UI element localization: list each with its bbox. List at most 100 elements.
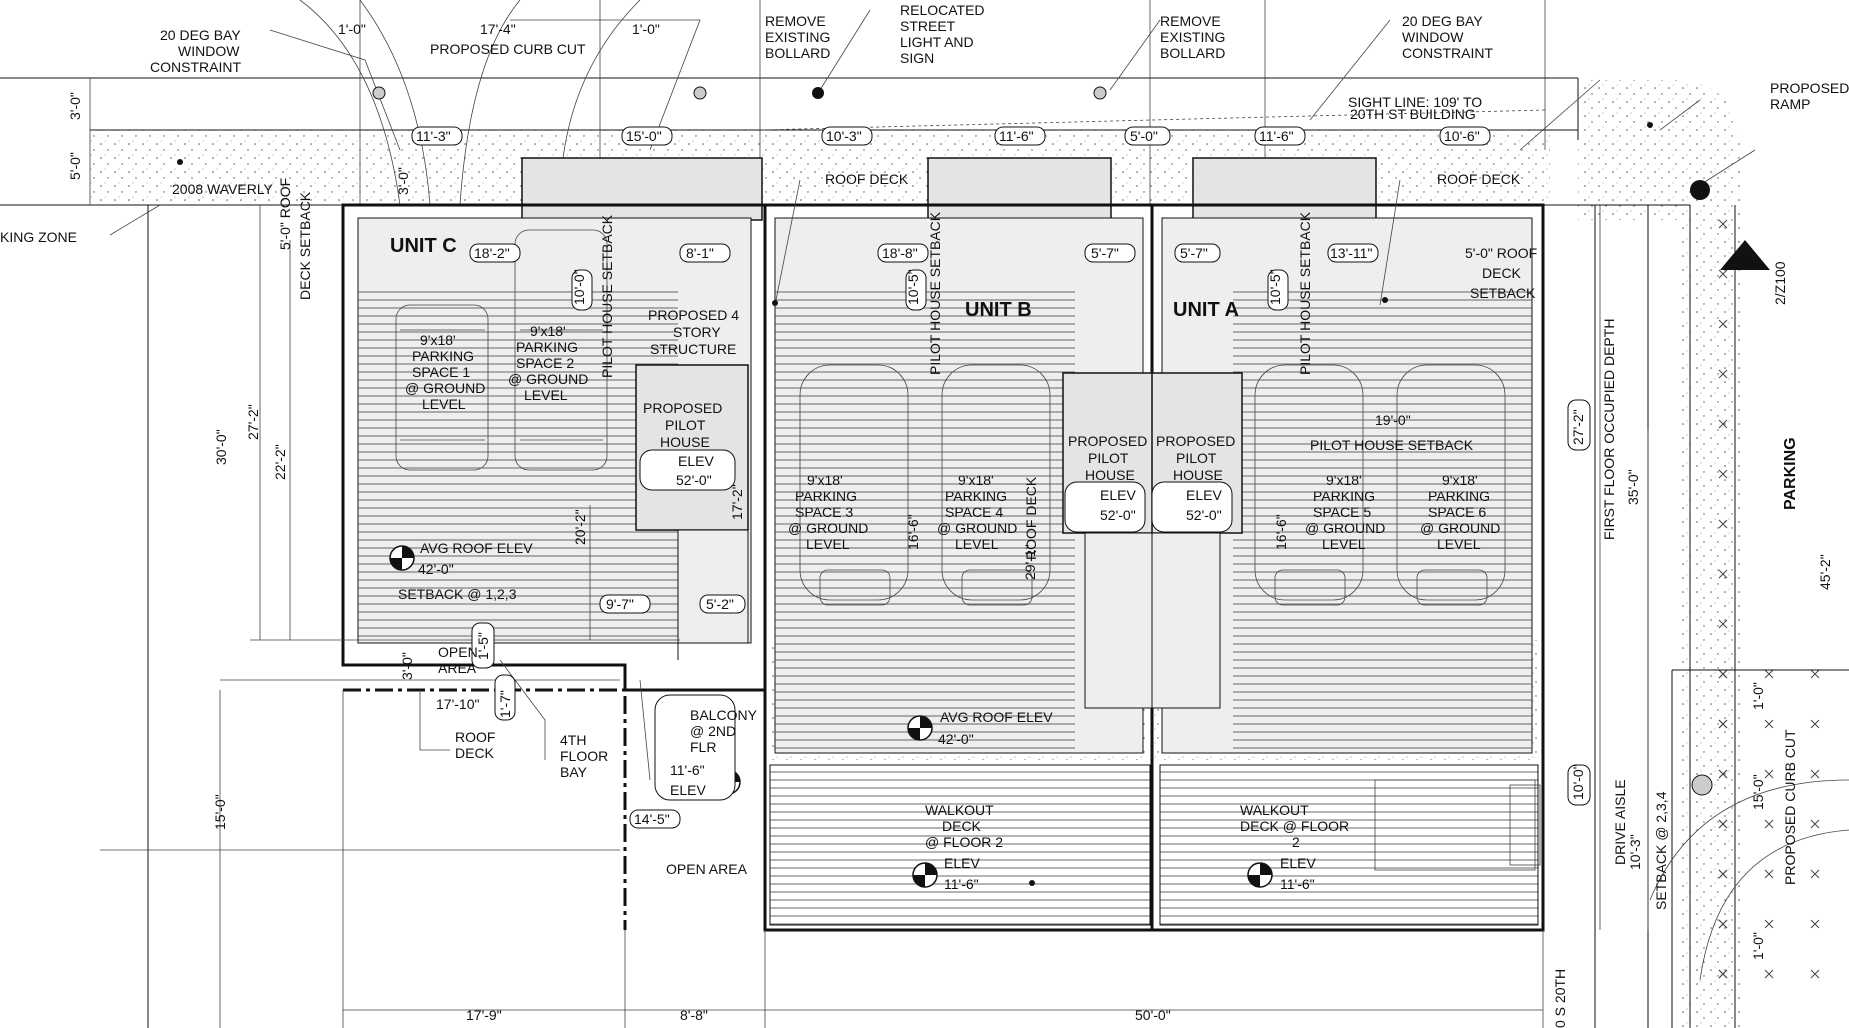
pole-marker: [1690, 180, 1710, 200]
svg-text:11'-3": 11'-3": [416, 128, 451, 144]
svg-text:1'-7": 1'-7": [497, 690, 513, 718]
svg-text:1'-5": 1'-5": [475, 632, 491, 660]
svg-text:1'-0": 1'-0": [632, 21, 660, 37]
svg-text:PARKING: PARKING: [1782, 437, 1799, 510]
svg-text:3'-0": 3'-0": [395, 167, 411, 195]
svg-text:OPEN: OPEN: [438, 644, 478, 660]
svg-text:LEVEL: LEVEL: [1322, 536, 1366, 552]
pilot-setback-c: PILOT HOUSE SETBACK: [599, 214, 615, 378]
svg-text:PILOT: PILOT: [1088, 450, 1129, 466]
svg-text:@ GROUND: @ GROUND: [937, 520, 1017, 536]
svg-text:35'-0": 35'-0": [1625, 469, 1641, 505]
svg-text:UNIT A: UNIT A: [1173, 299, 1239, 321]
svg-text:5'-0" ROOF: 5'-0" ROOF: [1465, 245, 1537, 261]
pilot-setback-a: PILOT HOUSE SETBACK: [1297, 211, 1313, 375]
sight-line-2: 20TH ST BUILDING: [1350, 106, 1476, 122]
svg-text:@ GROUND: @ GROUND: [508, 371, 588, 387]
svg-text:HOUSE: HOUSE: [1173, 467, 1223, 483]
svg-text:SPACE 6: SPACE 6: [1428, 504, 1486, 520]
svg-text:LEVEL: LEVEL: [524, 387, 568, 403]
street-light-marker: [812, 87, 824, 99]
svg-text:ROOF DECK: ROOF DECK: [825, 171, 909, 187]
svg-text:AREA: AREA: [438, 660, 477, 676]
svg-text:ELEV: ELEV: [1100, 487, 1136, 503]
svg-text:DECK @ FLOOR: DECK @ FLOOR: [1240, 818, 1349, 834]
svg-text:9'x18': 9'x18': [1442, 472, 1478, 488]
svg-text:42'-0": 42'-0": [938, 731, 974, 747]
svg-text:17'-2": 17'-2": [729, 484, 745, 520]
svg-text:10'-0": 10'-0": [1570, 764, 1586, 800]
svg-text:LEVEL: LEVEL: [806, 536, 850, 552]
avg-roof-marker-b: [907, 715, 933, 741]
svg-text:STRUCTURE: STRUCTURE: [650, 341, 736, 357]
light-label-4: SIGN: [900, 50, 934, 66]
svg-text:50'-0": 50'-0": [1135, 1007, 1171, 1023]
bollard-label-right-3: BOLLARD: [1160, 45, 1225, 61]
svg-text:15'-0": 15'-0": [212, 794, 228, 830]
svg-text:3'-0": 3'-0": [67, 92, 83, 120]
svg-text:ROOF DECK: ROOF DECK: [1437, 171, 1521, 187]
bollard-label-left-3: BOLLARD: [765, 45, 830, 61]
light-label-2: STREET: [900, 18, 956, 34]
svg-text:9'x18': 9'x18': [530, 323, 566, 339]
svg-text:ELEV: ELEV: [1280, 855, 1316, 871]
light-label-1: RELOCATED: [900, 2, 985, 18]
bollard-label-right-2: EXISTING: [1160, 29, 1225, 45]
svg-text:HOUSE: HOUSE: [660, 434, 710, 450]
bollard-label-left-2: EXISTING: [765, 29, 830, 45]
svg-text:9'x18': 9'x18': [420, 332, 456, 348]
svg-text:17'-9": 17'-9": [466, 1007, 502, 1023]
bay-label-left-1: 20 DEG BAY: [160, 27, 241, 43]
svg-text:SETBACK @ 2,3,4: SETBACK @ 2,3,4: [1653, 791, 1669, 910]
section-marker-icon: [1720, 240, 1770, 270]
svg-text:9'x18': 9'x18': [958, 472, 994, 488]
svg-text:27'-2": 27'-2": [1570, 409, 1586, 445]
svg-text:30'-0": 30'-0": [213, 429, 229, 465]
svg-text:OPEN AREA: OPEN AREA: [666, 861, 748, 877]
bollard-marker: [1691, 774, 1713, 796]
svg-text:DRIVE AISLE: DRIVE AISLE: [1612, 779, 1628, 865]
walkout-b-elev-marker: [912, 862, 938, 888]
svg-text:@ GROUND: @ GROUND: [1305, 520, 1385, 536]
svg-text:SETBACK @ 1,2,3: SETBACK @ 1,2,3: [398, 586, 517, 602]
svg-text:1'-0": 1'-0": [1750, 682, 1766, 710]
sight-line-1: SIGHT LINE: 109' TO: [1348, 94, 1482, 110]
svg-text:18'-8": 18'-8": [882, 245, 918, 261]
svg-text:42'-0": 42'-0": [418, 561, 454, 577]
svg-text:@ 2ND: @ 2ND: [690, 723, 736, 739]
svg-text:PARKING: PARKING: [516, 339, 578, 355]
svg-text:9'x18': 9'x18': [807, 472, 843, 488]
bollard-marker: [1093, 86, 1107, 100]
svg-text:ELEV: ELEV: [678, 453, 714, 469]
svg-text:16'-6": 16'-6": [1273, 514, 1289, 550]
svg-text:@ FLOOR 2: @ FLOOR 2: [925, 834, 1003, 850]
svg-text:16'-6": 16'-6": [905, 514, 921, 550]
svg-text:15'-0": 15'-0": [626, 128, 662, 144]
svg-text:13'-11": 13'-11": [1330, 245, 1372, 261]
svg-text:5'-2": 5'-2": [706, 596, 734, 612]
svg-text:SPACE 1: SPACE 1: [412, 364, 470, 380]
svg-text:PILOT: PILOT: [665, 417, 706, 433]
svg-text:ROOF: ROOF: [455, 729, 495, 745]
svg-text:5'-0" ROOF: 5'-0" ROOF: [277, 178, 293, 250]
svg-text:11'-6": 11'-6": [944, 876, 979, 892]
svg-text:PARKING: PARKING: [945, 488, 1007, 504]
svg-text:5'-0": 5'-0": [67, 152, 83, 180]
light-label-3: LIGHT AND: [900, 34, 974, 50]
svg-text:PILOT HOUSE SETBACK: PILOT HOUSE SETBACK: [1310, 437, 1474, 453]
svg-text:ELEV: ELEV: [1186, 487, 1222, 503]
svg-text:DECK SETBACK: DECK SETBACK: [297, 191, 313, 300]
svg-text:DECK: DECK: [942, 818, 982, 834]
svg-text:2/Z100: 2/Z100: [1772, 261, 1788, 305]
svg-text:14'-5": 14'-5": [634, 811, 670, 827]
ramp-2: RAMP: [1770, 96, 1810, 112]
svg-text:20'-2": 20'-2": [572, 509, 588, 545]
svg-text:PROPOSED: PROPOSED: [1068, 433, 1147, 449]
svg-text:PARKING: PARKING: [1313, 488, 1375, 504]
svg-text:FIRST FLOOR OCCUPIED DEPTH: FIRST FLOOR OCCUPIED DEPTH: [1601, 319, 1617, 540]
svg-text:UNIT C: UNIT C: [390, 235, 457, 257]
svg-text:PROPOSED: PROPOSED: [643, 400, 722, 416]
address-label: 2008 WAVERLY: [172, 181, 274, 197]
svg-text:SPACE 4: SPACE 4: [945, 504, 1003, 520]
bollard-label-right-1: REMOVE: [1160, 13, 1221, 29]
